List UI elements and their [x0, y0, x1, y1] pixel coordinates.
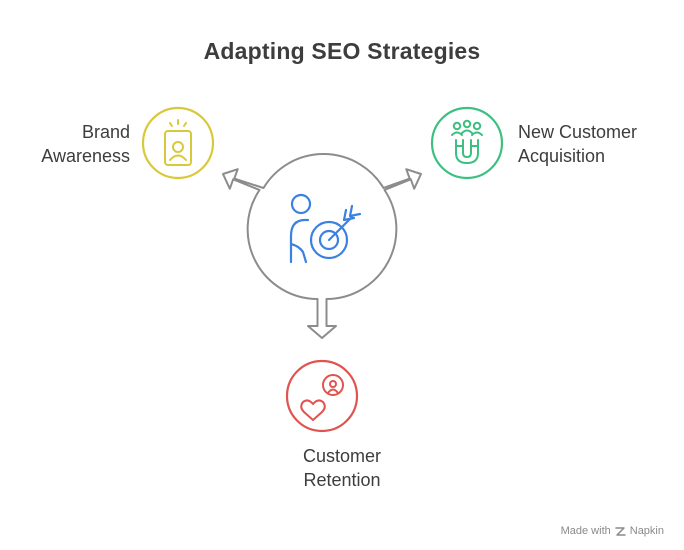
magnet-people-icon — [451, 119, 483, 164]
new-customer-acquisition-line1: New Customer — [518, 122, 638, 142]
new-customer-acquisition-node[interactable] — [430, 106, 504, 180]
napkin-brand-text: Napkin — [629, 525, 664, 537]
customer-retention-node[interactable] — [285, 359, 359, 433]
person-target-icon — [289, 193, 362, 264]
new-customer-acquisition-line2: Acquisition — [518, 146, 606, 166]
id-badge-icon — [164, 119, 192, 166]
napkin-logo-icon — [615, 526, 626, 536]
brand-awareness-line2: Awareness — [41, 146, 130, 166]
center-hub — [222, 153, 422, 339]
diagram-title: Adapting SEO Strategies — [203, 38, 481, 64]
made-with-text: Made with — [560, 525, 611, 537]
customer-retention-line1: Customer — [302, 446, 382, 466]
customer-retention-label: Customer Retention — [222, 444, 462, 492]
new-customer-acquisition-label: New Customer Acquisition — [518, 120, 637, 168]
brand-awareness-label: Brand Awareness — [41, 120, 130, 168]
customer-retention-line2: Retention — [303, 470, 381, 490]
brand-awareness-node[interactable] — [141, 106, 215, 180]
heart-hand-icon — [300, 374, 344, 421]
made-with-footer[interactable]: Made with Napkin — [561, 525, 664, 537]
brand-awareness-line1: Brand — [81, 122, 130, 142]
